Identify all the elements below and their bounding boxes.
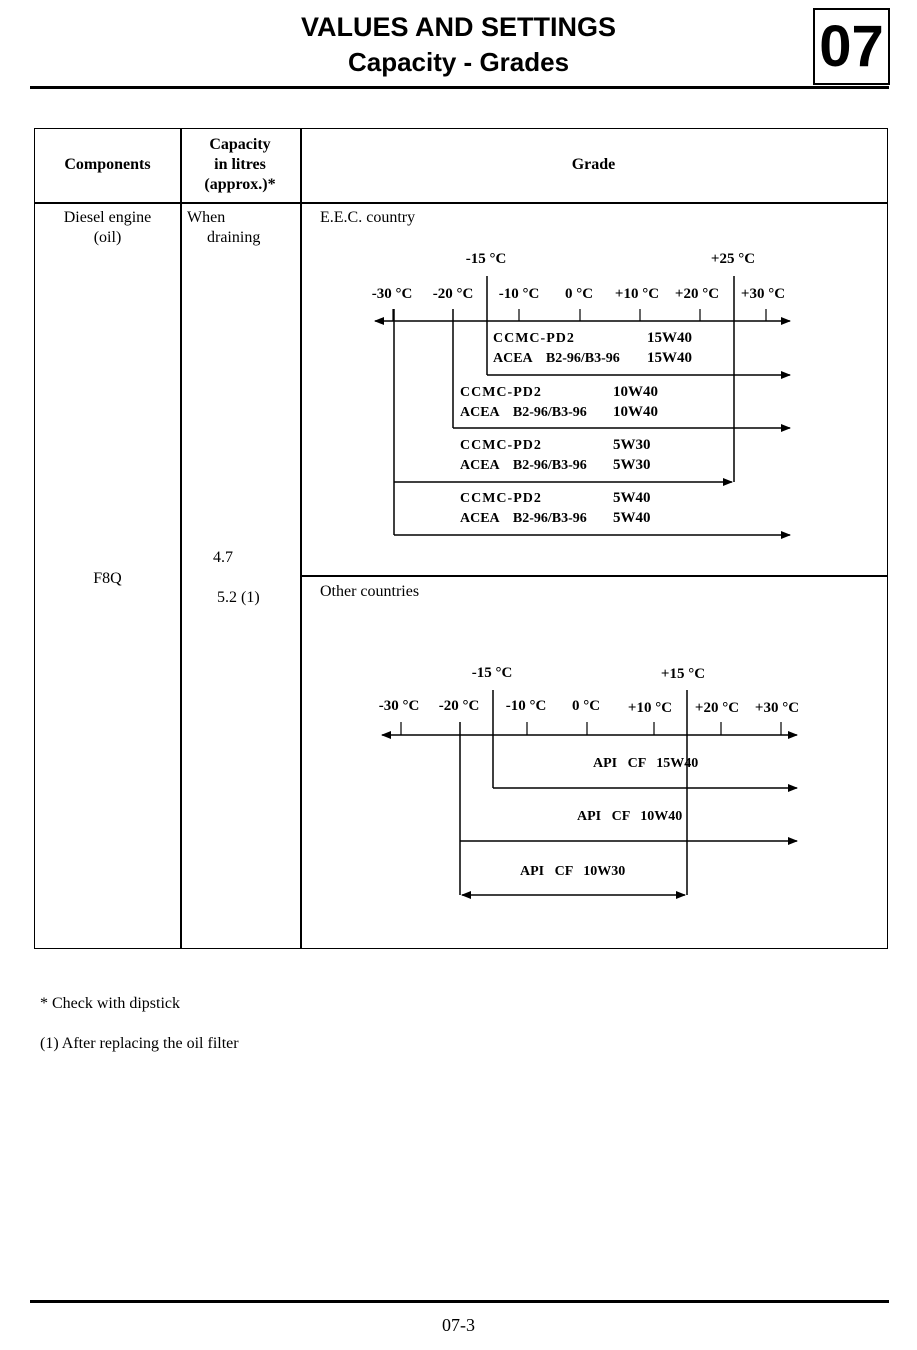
grade-spec: CCMC-PD2 xyxy=(460,385,542,400)
capacity-header-line: (approx.)* xyxy=(204,176,276,193)
other-countries-label: Other countries xyxy=(320,583,420,600)
temp-label: -20 °C xyxy=(439,698,480,714)
capacity-value: 4.7 xyxy=(213,549,233,566)
temp-label: 0 °C xyxy=(565,286,593,302)
grade-spec: ACEA B2-96/B3-96 xyxy=(460,511,587,526)
grade-viscosity: 5W40 xyxy=(613,490,651,506)
capacity-condition-line: When xyxy=(187,209,226,226)
footnote-dipstick: * Check with dipstick xyxy=(40,995,180,1012)
grade-viscosity: 10W40 xyxy=(613,384,658,400)
temp-label: -20 °C xyxy=(433,286,474,302)
column-divider xyxy=(300,129,302,948)
grade-spec: CCMC-PD2 xyxy=(460,438,542,453)
footnote-oil-filter: (1) After replacing the oil filter xyxy=(40,1035,239,1052)
capacity-header: Capacity in litres (approx.)* xyxy=(180,135,300,195)
capacity-header-line: Capacity xyxy=(209,136,271,153)
capacity-condition: When draining xyxy=(187,208,260,248)
temp-label: +30 °C xyxy=(741,286,785,302)
grade-viscosity: 15W40 xyxy=(647,330,692,346)
header-rule xyxy=(30,86,889,89)
grade-viscosity: 5W40 xyxy=(613,510,651,526)
temp-label: +20 °C xyxy=(695,700,739,716)
grade-spec: CCMC-PD2 xyxy=(460,491,542,506)
grade-label: API CF 10W30 xyxy=(520,864,625,879)
temp-label: +30 °C xyxy=(755,700,799,716)
temp-label: +10 °C xyxy=(615,286,659,302)
grade-spec: ACEA B2-96/B3-96 xyxy=(493,351,620,366)
eec-country-label: E.E.C. country xyxy=(320,209,416,226)
header-row-divider xyxy=(35,202,887,204)
page-subtitle: Capacity - Grades xyxy=(347,47,570,77)
grade-label: API CF 15W40 xyxy=(593,756,698,771)
grade-viscosity: 5W30 xyxy=(613,457,651,473)
grade-viscosity: 15W40 xyxy=(647,350,692,366)
section-number-badge: 07 xyxy=(813,8,890,85)
eec-grade-labels: CCMC-PD2 15W40 ACEA B2-96/B3-96 15W40 CC… xyxy=(460,330,692,526)
grade-header: Grade xyxy=(571,156,616,173)
engine-code: F8Q xyxy=(93,570,122,587)
page-number: 07-3 xyxy=(442,1315,475,1335)
grade-spec: CCMC-PD2 xyxy=(493,331,575,346)
capacity-condition-line: draining xyxy=(207,229,261,246)
other-temperature-chart: -15 °C +15 °C -30 °C -20 °C -10 °C 0 °C … xyxy=(379,665,799,899)
capacity-grades-table: Components Capacity in litres (approx.)*… xyxy=(34,128,888,949)
capacity-value-filter: 5.2 (1) xyxy=(217,589,260,606)
component-name: Diesel engine (oil) xyxy=(35,208,180,248)
capacity-header-line: in litres xyxy=(214,156,266,173)
components-header: Components xyxy=(64,156,151,173)
temp-label: -10 °C xyxy=(506,698,547,714)
temp-label: +20 °C xyxy=(675,286,719,302)
temp-label: +15 °C xyxy=(661,666,705,682)
component-line: (oil) xyxy=(93,229,122,246)
temp-label: -10 °C xyxy=(499,286,540,302)
temp-label: -30 °C xyxy=(372,286,413,302)
temp-label: -15 °C xyxy=(472,665,513,681)
temp-label: -15 °C xyxy=(466,251,507,267)
page-title: VALUES AND SETTINGS xyxy=(300,12,617,42)
grade-row-divider xyxy=(300,575,887,577)
temp-label: +10 °C xyxy=(628,700,672,716)
component-line: Diesel engine xyxy=(63,209,152,226)
column-divider xyxy=(180,129,182,948)
eec-temperature-chart: -15 °C +25 °C -30 °C -20 °C -10 °C 0 °C … xyxy=(372,251,791,539)
grade-viscosity: 5W30 xyxy=(613,437,651,453)
grade-spec: ACEA B2-96/B3-96 xyxy=(460,458,587,473)
grade-viscosity: 10W40 xyxy=(613,404,658,420)
grade-spec: ACEA B2-96/B3-96 xyxy=(460,405,587,420)
footer-rule xyxy=(30,1300,889,1303)
temp-label: -30 °C xyxy=(379,698,420,714)
temp-label: +25 °C xyxy=(711,251,755,267)
grade-label: API CF 10W40 xyxy=(577,809,682,824)
temp-label: 0 °C xyxy=(572,698,600,714)
other-grade-labels: API CF 15W40 API CF 10W40 API CF 10W30 xyxy=(520,756,698,879)
